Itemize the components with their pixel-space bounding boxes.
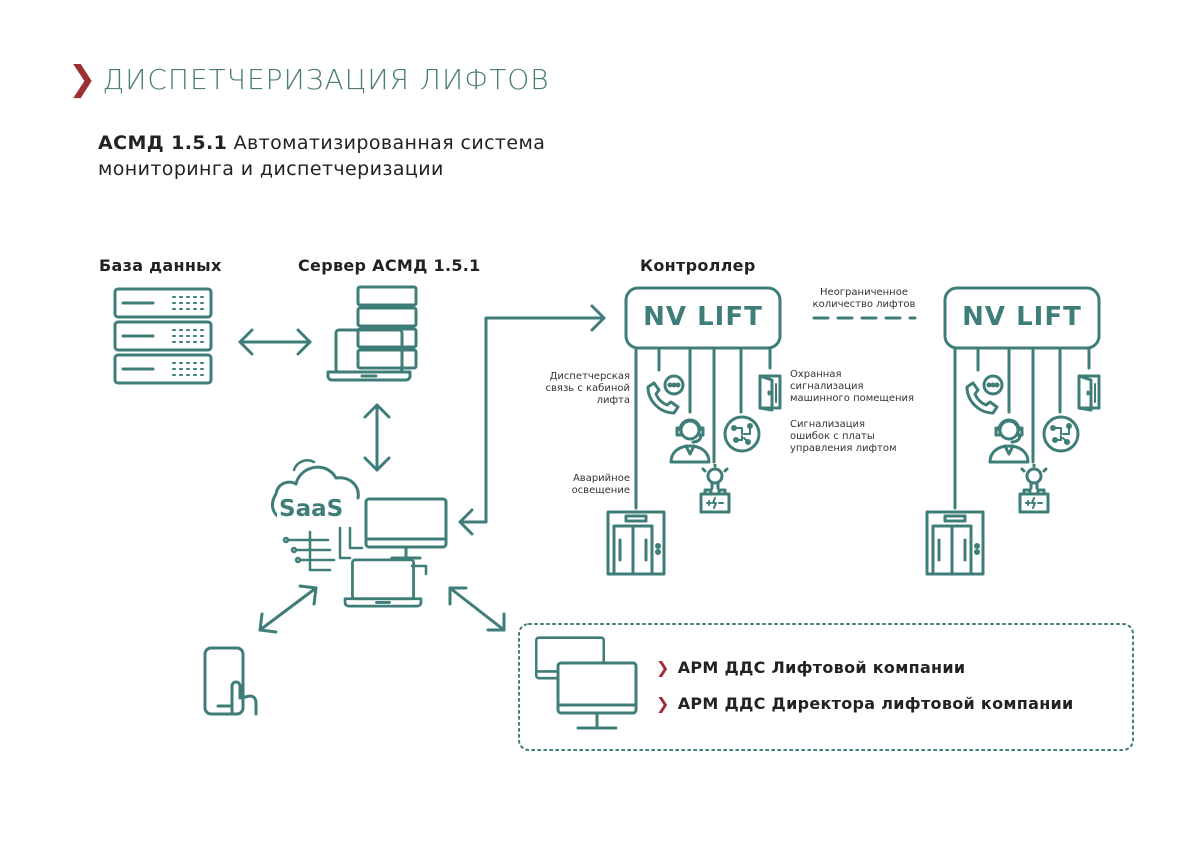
emergency-line1: Аварийное — [572, 473, 630, 484]
smartphone-icon — [203, 646, 258, 716]
circuit-icon — [723, 415, 761, 453]
saas-monitor-icon — [364, 497, 448, 560]
dispatch-line3: лифта — [596, 395, 630, 406]
errors-line3: управления лифтом — [790, 443, 897, 454]
page-title: ДИСПЕТЧЕРИЗАЦИЯ ЛИФТОВ — [102, 62, 550, 96]
database-server-icon — [113, 287, 213, 385]
phone-icon — [646, 374, 685, 415]
arm-box — [518, 623, 1134, 751]
arm-monitors-icon — [534, 636, 638, 730]
emergency-caption: Аварийное освещение — [520, 473, 630, 497]
phone-icon — [965, 374, 1004, 415]
controller-1-drops — [634, 346, 772, 510]
security-line2: сигнализация — [790, 381, 864, 392]
title-row: ❯ ДИСПЕТЧЕРИЗАЦИЯ ЛИФТОВ — [68, 62, 550, 96]
subtitle-line2: мониторинга и диспетчеризации — [98, 158, 444, 180]
dispatch-line1: Диспетчерская — [549, 371, 630, 382]
saas-laptop-icon — [343, 558, 428, 608]
lamp-icon — [1018, 464, 1050, 514]
db-server-arrow — [238, 328, 312, 356]
dispatch-line2: связь с кабиной — [545, 383, 630, 394]
subtitle-bold: АСМД 1.5.1 — [98, 132, 228, 154]
errors-line2: ошибок с платы — [790, 431, 875, 442]
arm-arrow — [448, 586, 506, 632]
arm-item-1-label: АРМ ДДС Лифтовой компании — [677, 658, 966, 677]
errors-line1: Сигнализация — [790, 419, 866, 430]
saas-controller-connector — [458, 304, 606, 536]
unlimited-line2: количество лифтов — [812, 299, 916, 310]
unlimited-caption: Неограниченное количество лифтов — [808, 287, 920, 311]
circuit-icon — [1042, 415, 1080, 453]
saas-label: SaaS — [277, 496, 346, 522]
operator-icon — [669, 418, 711, 464]
security-line1: Охранная — [790, 369, 842, 380]
emergency-line2: освещение — [571, 485, 630, 496]
security-caption: Охранная сигнализация машинного помещени… — [790, 369, 940, 405]
unlimited-line1: Неограниченное — [820, 287, 908, 298]
chevron-right-icon: ❯ — [656, 658, 670, 677]
security-line3: машинного помещения — [790, 393, 915, 404]
subtitle: АСМД 1.5.1 Автоматизированная система мо… — [98, 130, 545, 182]
server-saas-arrow — [363, 403, 391, 472]
asmd-server-icon — [326, 285, 418, 382]
database-label: База данных — [99, 256, 222, 275]
operator-icon — [988, 418, 1030, 464]
server-label: Сервер АСМД 1.5.1 — [298, 256, 481, 275]
errors-caption: Сигнализация ошибок с платы управления л… — [790, 419, 940, 455]
controller-1-name: NV LIFT — [643, 302, 763, 332]
elevator-icon — [925, 510, 985, 576]
controller-box-2 — [943, 286, 1101, 350]
controller-label: Контроллер — [640, 256, 756, 275]
subtitle-line1: Автоматизированная система — [233, 132, 546, 154]
arm-item-2: ❯ АРМ ДДС Директора лифтовой компании — [656, 694, 1074, 713]
arm-item-2-label: АРМ ДДС Директора лифтовой компании — [677, 694, 1074, 713]
smartphone-arrow — [258, 584, 318, 634]
door-icon — [758, 374, 782, 412]
arm-item-1: ❯ АРМ ДДС Лифтовой компании — [656, 658, 965, 677]
lamp-icon — [699, 464, 731, 514]
cloud-icon — [271, 459, 364, 572]
chevron-right-icon: ❯ — [656, 694, 670, 713]
controller-box-1 — [624, 286, 782, 350]
chevron-right-icon: ❯ — [68, 59, 97, 99]
door-icon — [1077, 374, 1101, 412]
dispatch-caption: Диспетчерская связь с кабиной лифта — [520, 371, 630, 407]
controller-2-name: NV LIFT — [962, 302, 1082, 332]
elevator-icon — [606, 510, 666, 576]
controller-2-drops — [953, 346, 1091, 510]
